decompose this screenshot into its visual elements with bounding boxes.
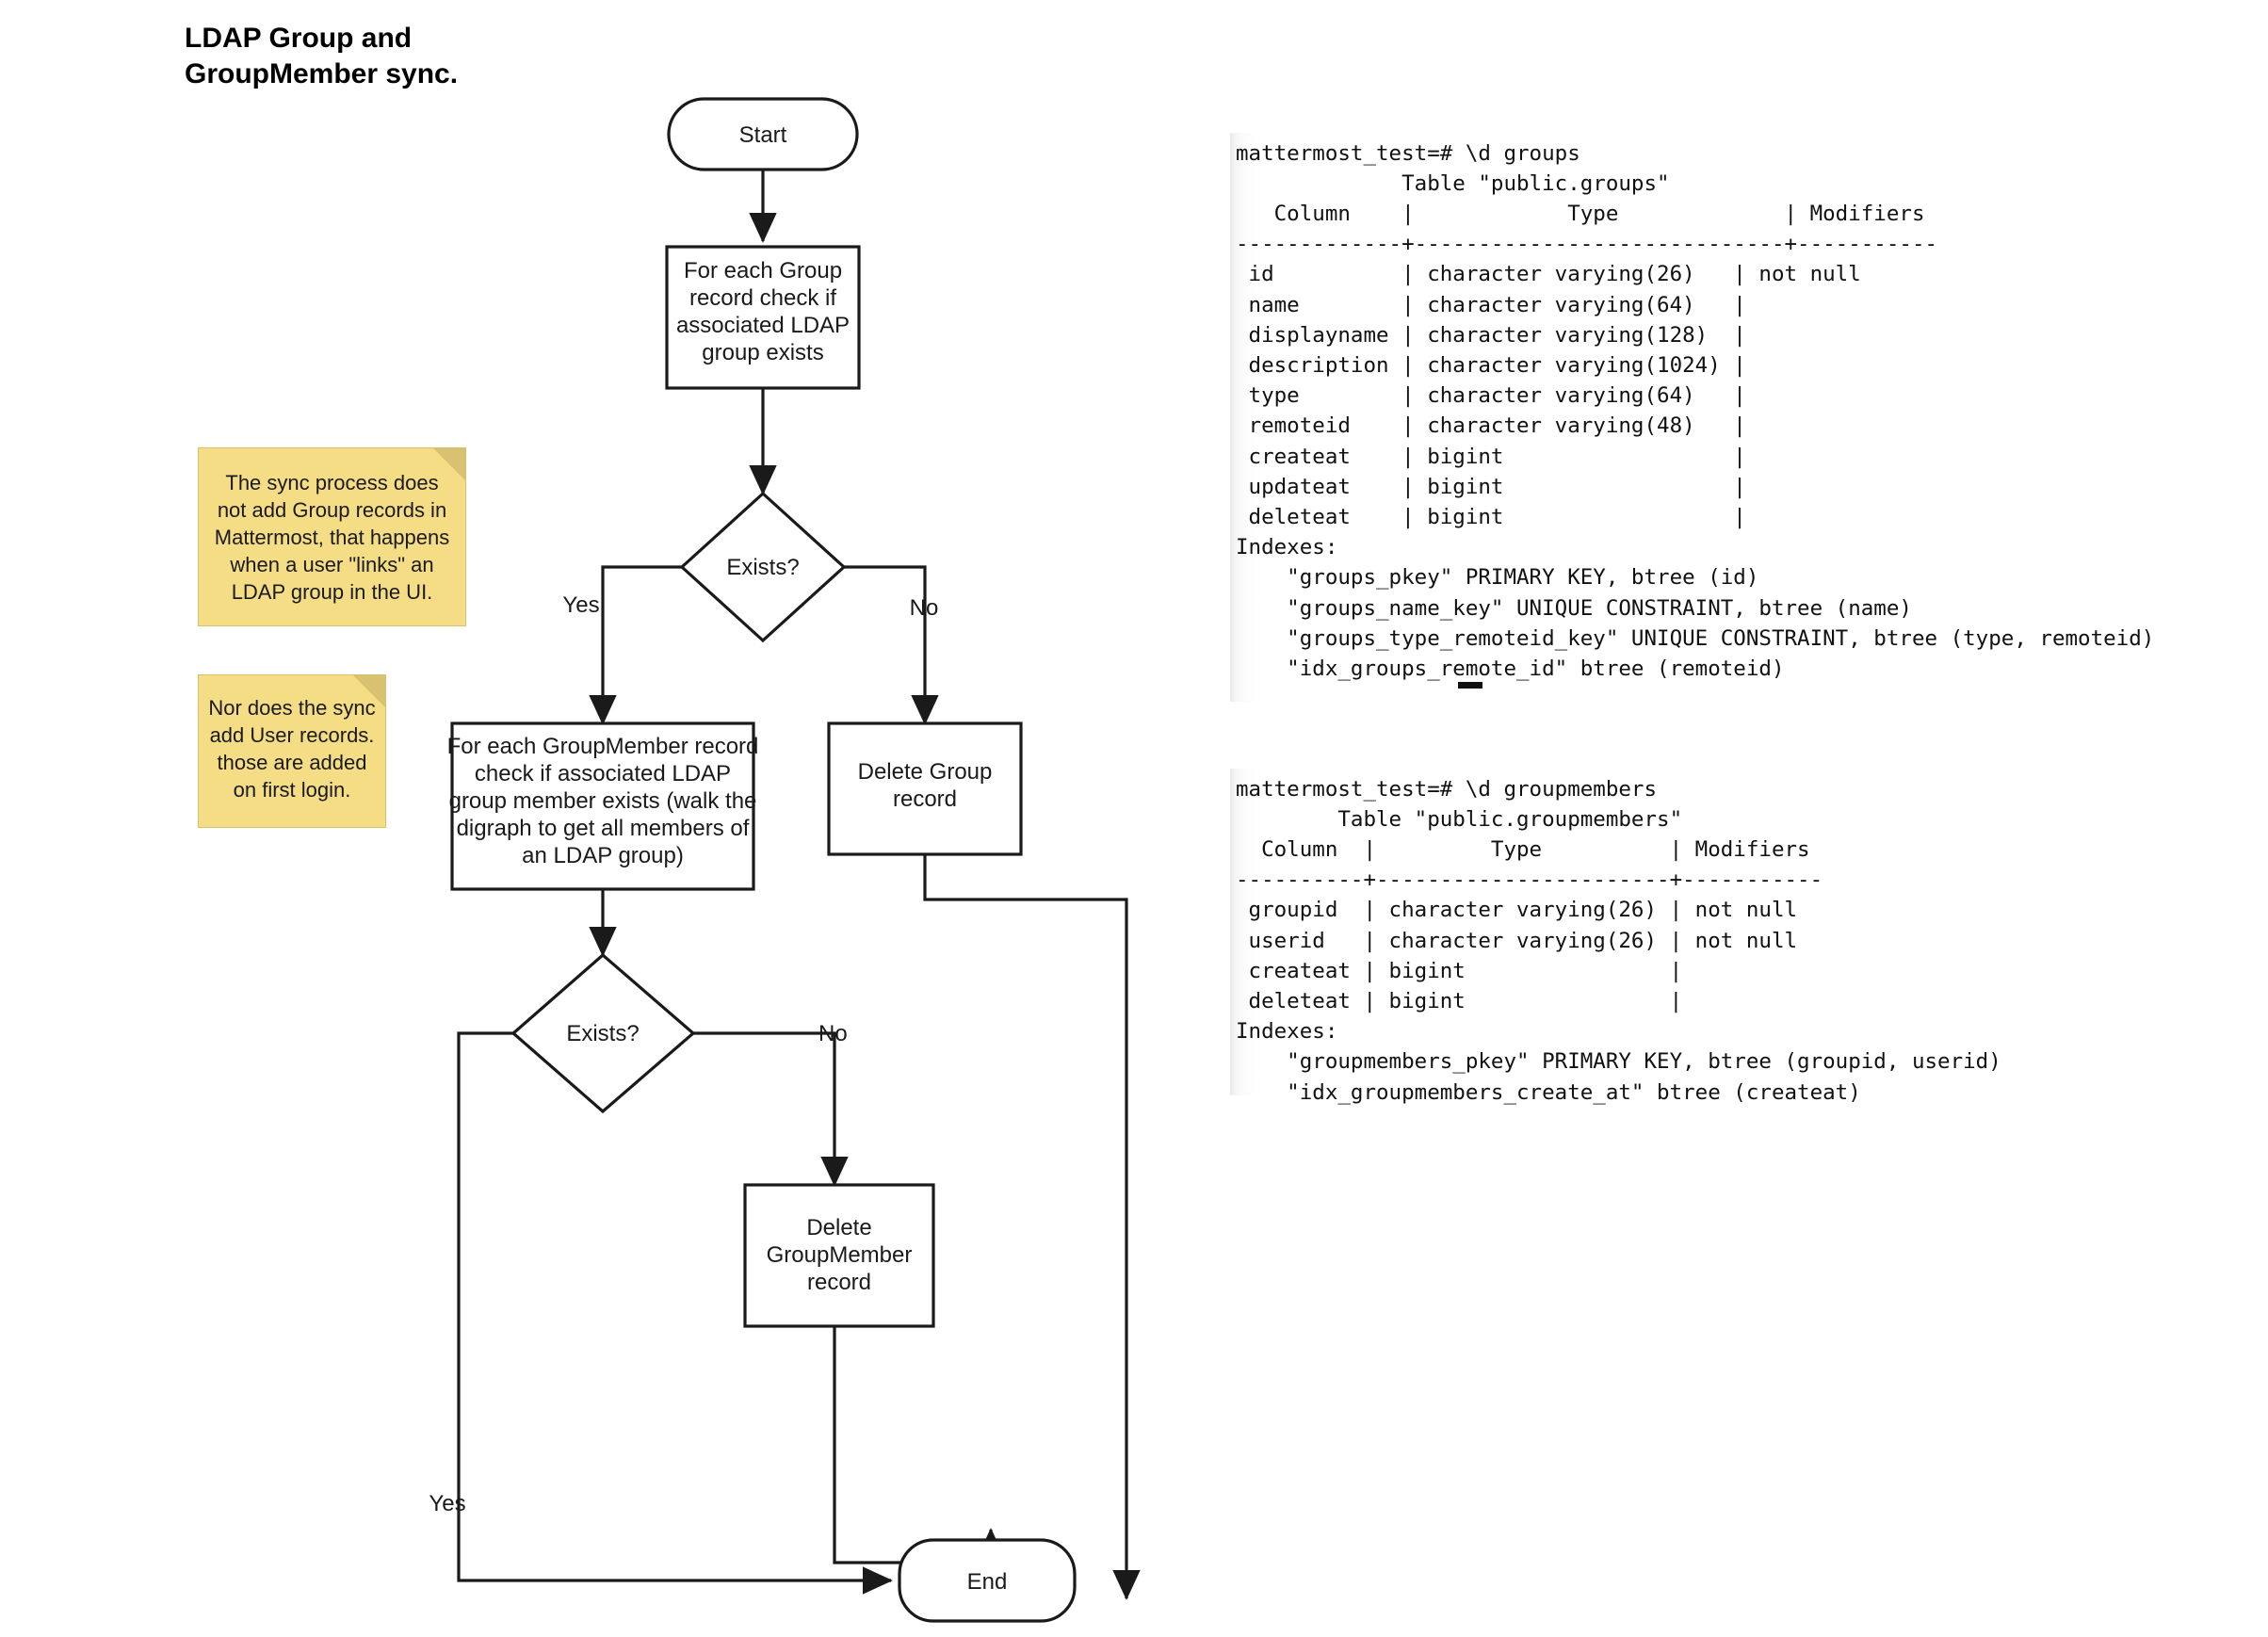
- note-user-records-text: Nor does the sync add User records. thos…: [208, 696, 376, 802]
- node-exists-1: Exists?: [679, 491, 847, 643]
- terminal-groupmembers-table: mattermost_test=# \d groupmembers Table …: [1230, 768, 2200, 1105]
- node-end: End: [898, 1538, 1077, 1623]
- page-title: LDAP Group and GroupMember sync.: [185, 23, 459, 90]
- connector-exists2-no: [693, 1031, 849, 1187]
- terminal-groups-table: mattermost_test=# \d groups Table "publi…: [1230, 132, 2200, 702]
- node-exists-2: Exists?: [510, 952, 696, 1114]
- note-user-records: Nor does the sync add User records. thos…: [198, 674, 386, 828]
- node-end-label: End: [967, 1569, 1008, 1595]
- connector-exists1-yes: [589, 565, 682, 725]
- connector-deletegroup-to-end: [923, 854, 1141, 1600]
- terminal-cursor-artifact: [1458, 682, 1482, 689]
- edge-label-exists2-no: No: [818, 1021, 848, 1046]
- connector-exists2-yes: [457, 1031, 893, 1595]
- connector-exists1-no: [844, 565, 939, 725]
- edge-label-exists1-no: No: [910, 595, 939, 621]
- node-exists-2-label: Exists?: [566, 1021, 639, 1046]
- edge-label-exists2-yes: Yes: [429, 1491, 465, 1516]
- note-group-records: The sync process does not add Group reco…: [198, 447, 466, 626]
- node-start-label: Start: [739, 122, 787, 148]
- node-exists-1-label: Exists?: [726, 555, 799, 580]
- note-group-records-text: The sync process does not add Group reco…: [214, 471, 450, 605]
- node-start: Start: [667, 97, 859, 171]
- connector-deletegroupmember-to-end: [833, 1326, 1005, 1564]
- edge-label-exists1-yes: Yes: [562, 592, 599, 618]
